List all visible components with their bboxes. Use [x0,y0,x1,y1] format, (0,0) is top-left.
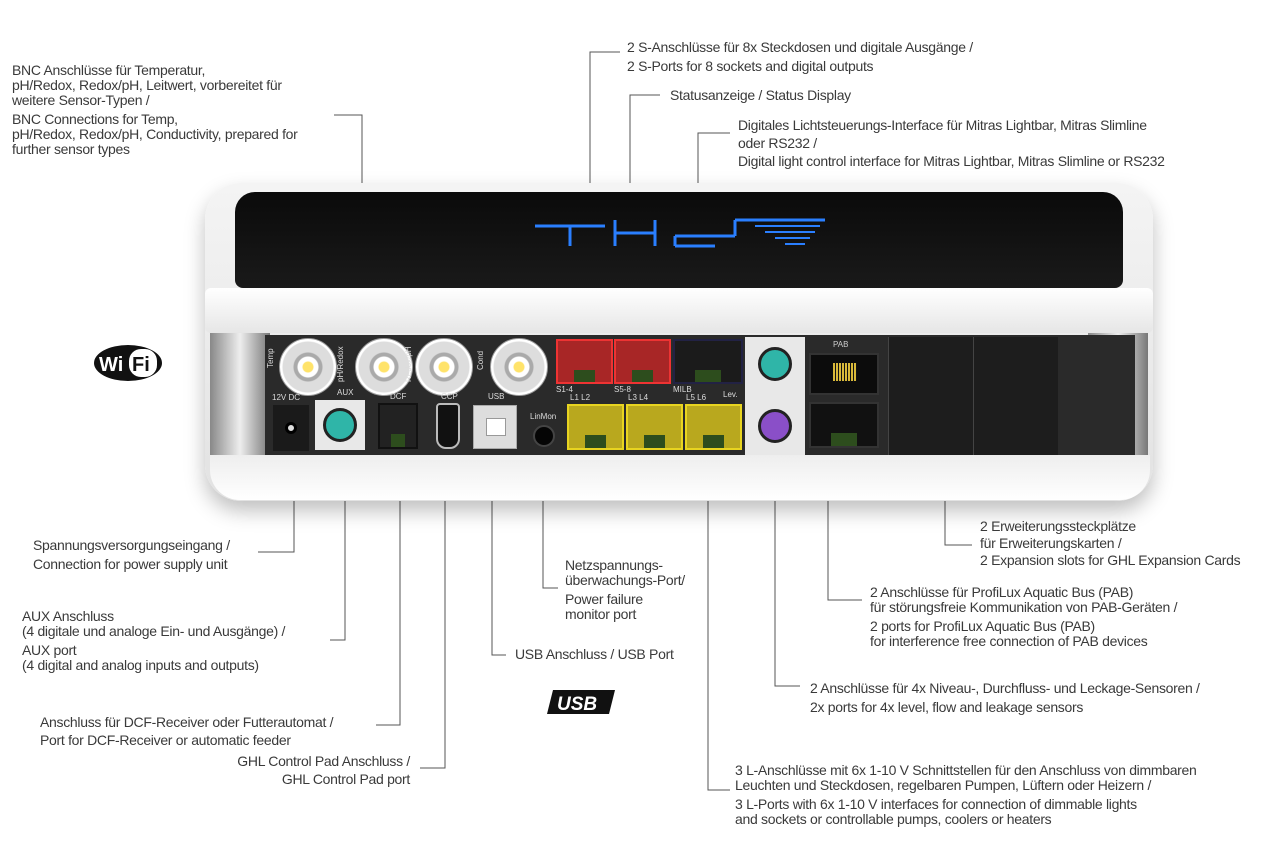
label-s5-8: S5-8 [614,385,631,394]
s1-4-port[interactable] [556,339,613,384]
leader-usb [491,455,506,656]
bnc-cond-port[interactable] [490,338,548,396]
svg-text:Wi: Wi [99,354,123,376]
svg-text:USB: USB [557,694,597,715]
annotation-aux: AUX Anschluss(4 digitale und analoge Ein… [22,608,286,673]
label-pab: PAB [833,340,849,349]
usb-logo-icon: USB [547,690,615,715]
label-l1-l2: L1 L2 [570,393,591,402]
l5-l6-port[interactable] [685,404,742,450]
label-lev: Lev. [723,390,738,399]
leader-aux [330,455,346,641]
annotation-linmon: Netzspannungs-überwachungs-Port/Power fa… [565,557,685,622]
annotation-status-display: Statusanzeige / Status Display [670,87,851,103]
label-redox-ph: Redox/pH [404,346,413,382]
leader-ccp [420,455,446,769]
aux-port[interactable] [315,400,365,450]
label-ph-redox: pH/Redox [336,346,345,382]
annotation-dcf: Anschluss für DCF-Receiver oder Futterau… [40,714,334,748]
aux-ps2-connector [323,408,357,442]
usb-port[interactable] [473,405,517,449]
bnc-redox-ph-port[interactable] [415,338,473,396]
level-port-1[interactable] [758,347,792,381]
expansion-slot-1[interactable] [888,337,973,455]
annotation-power: Spannungsversorgungseingang /Connection … [33,537,230,572]
label-ccp: CCP [441,392,458,401]
bnc-ph-redox-port[interactable] [355,338,413,396]
device-lip [205,288,1153,333]
annotation-s-ports: 2 S-Anschlüsse für 8x Steckdosen und dig… [627,39,973,74]
l1-l2-port[interactable] [567,404,624,450]
leader-dcf [376,455,401,726]
annotation-pab: 2 Anschlüsse für ProfiLux Aquatic Bus (P… [870,584,1178,649]
level-port-block [745,337,805,455]
left-side [210,333,270,458]
label-usb: USB [488,392,505,401]
l3-l4-port[interactable] [626,404,683,450]
status-display [235,192,1123,288]
label-s1-4: S1-4 [556,385,573,394]
linmon-port[interactable] [533,425,555,447]
label-aux: AUX [337,388,354,397]
annotation-level: 2 Anschlüsse für 4x Niveau-, Durchfluss-… [810,680,1200,715]
ghl-logo-display [535,218,825,248]
annotation-light-interface: Digitales Lichtsteuerungs-Interface für … [738,117,1165,169]
wifi-logo-icon: Wi Fi [94,345,162,381]
label-l3-l4: L3 L4 [628,393,649,402]
label-linmon: LinMon [530,412,557,421]
label-dcf: DCF [390,392,407,401]
milb-port[interactable] [673,339,743,384]
annotation-usb: USB Anschluss / USB Port [515,646,674,662]
dc-power-jack[interactable] [273,405,309,451]
pab-port-2[interactable] [809,402,879,448]
label-12v-dc: 12V DC [272,393,301,402]
pab-port-1[interactable] [809,353,879,395]
label-milb: MILB [673,385,692,394]
bnc-temp-port[interactable] [279,338,337,396]
level-port-2[interactable] [758,409,792,443]
svg-text:Fi: Fi [132,354,150,376]
label-l5-l6: L5 L6 [686,393,707,402]
leader-status [629,94,660,218]
dcf-port[interactable] [378,403,418,449]
label-cond: Cond [476,350,485,370]
device-base [210,455,1150,500]
annotation-bnc: BNC Anschlüsse für Temperatur,pH/Redox, … [12,62,298,157]
leader-l-ports [707,455,730,791]
ccp-port[interactable] [436,403,460,449]
leader-level [774,455,800,687]
label-temp: Temp [266,348,275,368]
s5-8-port[interactable] [614,339,671,384]
expansion-slot-2[interactable] [973,337,1058,455]
annotation-ccp: GHL Control Pad Anschluss /GHL Control P… [237,753,410,787]
annotation-l-ports: 3 L-Anschlüsse mit 6x 1-10 V Schnittstel… [735,762,1197,827]
